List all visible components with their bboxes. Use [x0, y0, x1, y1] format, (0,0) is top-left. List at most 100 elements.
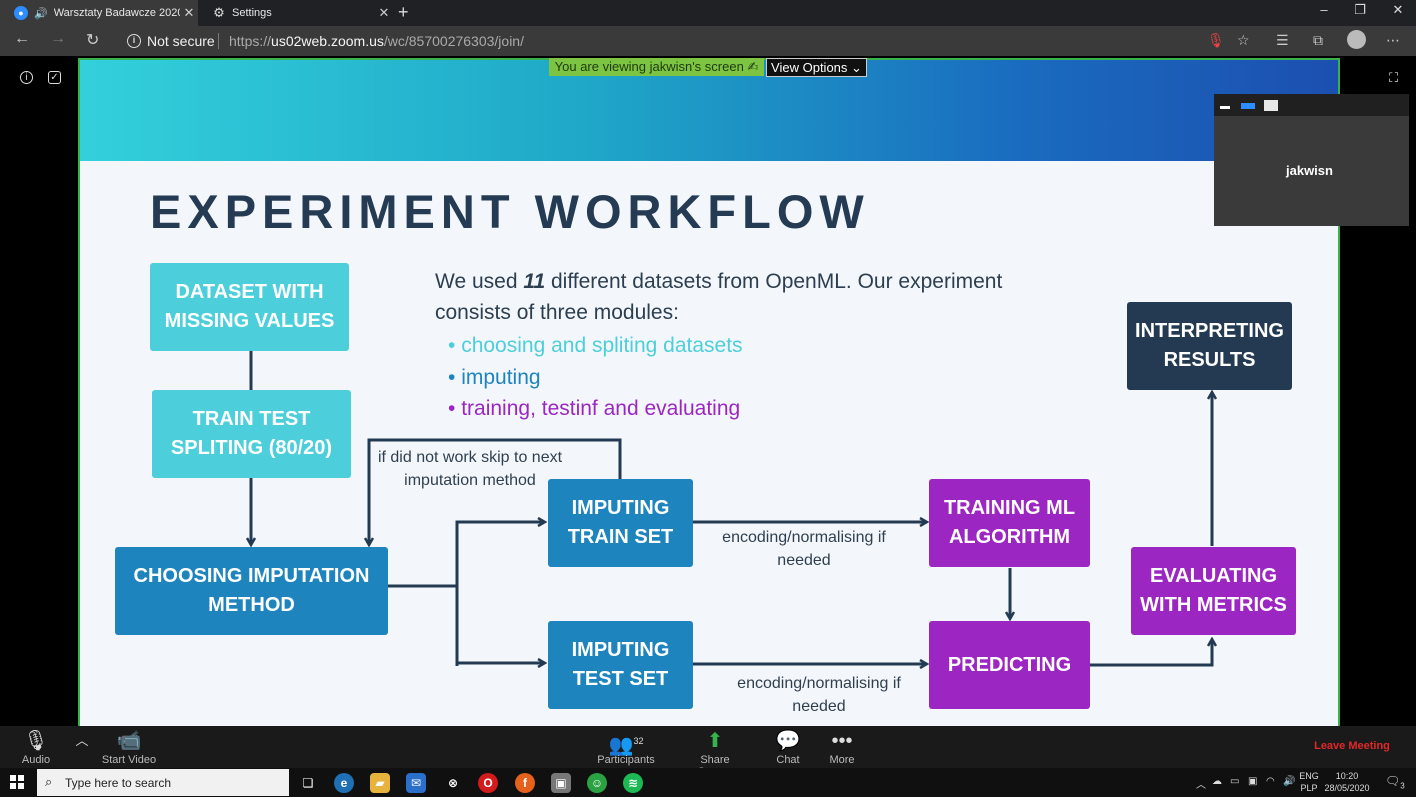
- self-view-video[interactable]: jakwisn: [1214, 94, 1409, 226]
- close-tab-icon[interactable]: ✕: [378, 5, 390, 20]
- language-code: ENG: [1299, 771, 1319, 781]
- wifi-icon[interactable]: ◠: [1266, 776, 1275, 787]
- onedrive-icon[interactable]: ☁: [1212, 776, 1222, 787]
- tab-title: Settings: [232, 7, 272, 19]
- tray-chevron-up-icon[interactable]: ︿: [1196, 780, 1206, 791]
- security-status[interactable]: Not secure: [147, 33, 215, 49]
- zoom-toolbar: 🎙 Audio ︿ 📹 Start Video 👥32 Participants…: [0, 726, 1416, 778]
- restore-button[interactable]: ❐: [1354, 2, 1366, 17]
- slide-description: We used 11 different datasets from OpenM…: [435, 266, 1002, 328]
- search-icon: ⌕: [45, 774, 53, 789]
- module-text: imputing: [461, 366, 541, 389]
- view-options-label: View Options: [771, 60, 848, 75]
- participants-button[interactable]: 👥32 Participants: [596, 726, 656, 768]
- description-text: different datasets from OpenML. Our expe…: [545, 270, 1003, 293]
- gear-icon: ⚙: [213, 5, 225, 20]
- back-arrow-icon[interactable]: ←: [14, 30, 30, 47]
- app-icon[interactable]: ▣: [551, 773, 571, 793]
- taskbar-clock[interactable]: 10:20 28/05/2020: [1320, 770, 1374, 794]
- file-explorer-icon[interactable]: ▰: [370, 773, 390, 793]
- meet-now-icon[interactable]: ▣: [1248, 776, 1258, 787]
- task-view-icon[interactable]: ❏: [302, 776, 314, 790]
- volume-icon[interactable]: 🔊: [1283, 776, 1296, 787]
- connector-fork-train: [455, 522, 544, 666]
- windows-taskbar: ⌕ Type here to search ❏ e ▰ ✉ ⊗ O f ▣ ☺ …: [0, 768, 1416, 797]
- collections-icon[interactable]: ⧉: [1313, 32, 1323, 48]
- shared-screen-slide: EXPERIMENT WORKFLOW DATASET WITH MISSING…: [78, 58, 1340, 726]
- shield-icon[interactable]: ✓: [48, 71, 61, 84]
- spotify-icon[interactable]: ≋: [623, 773, 643, 793]
- opera-icon[interactable]: O: [478, 773, 498, 793]
- chat-app-icon[interactable]: ☺: [587, 773, 607, 793]
- chat-icon: 💬: [775, 730, 801, 752]
- star-icon[interactable]: ☆: [1237, 32, 1250, 48]
- box-choosing-imputation-method: CHOOSING IMPUTATION METHOD: [115, 547, 388, 635]
- info-icon[interactable]: i: [20, 71, 33, 84]
- gallery-view-icon[interactable]: [1264, 100, 1278, 111]
- share-screen-icon: ⬆: [706, 730, 724, 752]
- slide-title: EXPERIMENT WORKFLOW: [150, 185, 870, 238]
- windows-start-icon[interactable]: [10, 775, 24, 789]
- description-line-1: We used 11 different datasets from OpenM…: [435, 266, 1002, 297]
- box-predicting: PREDICTING: [929, 621, 1090, 709]
- chat-label: Chat: [776, 754, 800, 766]
- box-imputing-test-set: IMPUTING TEST SET: [548, 621, 693, 709]
- clock-time: 10:20: [1335, 771, 1359, 781]
- audio-button[interactable]: 🎙 Audio: [18, 726, 54, 768]
- address-bar: ← → ↻ i Not secure https://us02web.zoom.…: [0, 26, 1416, 56]
- forward-arrow-icon[interactable]: →: [50, 30, 66, 47]
- start-video-button[interactable]: 📹 Start Video: [100, 726, 158, 768]
- more-dots-icon: •••: [831, 730, 853, 752]
- speaker-icon[interactable]: 🔊: [34, 7, 48, 20]
- info-icon[interactable]: i: [127, 34, 141, 48]
- dataset-count: 11: [523, 270, 546, 293]
- more-button[interactable]: ••• More: [822, 726, 862, 768]
- menu-dots-icon[interactable]: ⋯: [1386, 32, 1400, 48]
- module-text: choosing and spliting datasets: [461, 334, 743, 357]
- close-tab-icon[interactable]: ✕: [183, 5, 195, 20]
- viewing-screen-banner: You are viewing jakwisn's screen ✍: [549, 58, 764, 76]
- mail-icon[interactable]: ✉: [406, 773, 426, 793]
- clock-date: 28/05/2020: [1324, 783, 1370, 793]
- xbox-icon[interactable]: ⊗: [447, 776, 459, 790]
- url-field[interactable]: https://us02web.zoom.us/wc/85700276303/j…: [229, 33, 524, 49]
- notifications-icon[interactable]: 🗨3: [1385, 774, 1405, 791]
- taskbar-search-box[interactable]: ⌕ Type here to search: [37, 769, 289, 796]
- close-window-button[interactable]: ✕: [1392, 2, 1404, 17]
- minimize-button[interactable]: –: [1320, 2, 1328, 17]
- video-off-icon: 📹: [116, 730, 142, 752]
- module-bullet-2: • imputing: [448, 366, 541, 389]
- speaker-view-icon[interactable]: [1241, 103, 1255, 109]
- leave-meeting-button[interactable]: Leave Meeting: [1314, 740, 1390, 752]
- reload-icon[interactable]: ↻: [86, 32, 100, 49]
- pin-icon: ✍: [747, 59, 759, 74]
- tab-settings[interactable]: ⚙ Settings ✕: [198, 0, 393, 26]
- minimize-video-icon[interactable]: [1220, 106, 1230, 109]
- view-options-button[interactable]: View Options ⌄: [766, 58, 867, 77]
- tab-zoom-meeting[interactable]: ● 🔊 Warsztaty Badawcze 2020L ✕: [0, 0, 198, 26]
- battery-icon[interactable]: ▭: [1230, 776, 1240, 787]
- slide-header-banner: [80, 60, 1338, 161]
- firefox-icon[interactable]: f: [515, 773, 535, 793]
- new-tab-button[interactable]: +: [398, 2, 409, 22]
- share-screen-button[interactable]: ⬆ Share Screen: [682, 726, 748, 778]
- description-line-2: consists of three modules:: [435, 301, 679, 324]
- description-text: We used: [435, 270, 524, 293]
- fullscreen-icon[interactable]: ⛶: [1389, 70, 1399, 85]
- avatar[interactable]: [1347, 30, 1366, 49]
- tab-title: Warsztaty Badawcze 2020L: [53, 7, 180, 19]
- favorites-icon[interactable]: ☰: [1276, 32, 1289, 48]
- module-text: training, testinf and evaluating: [461, 397, 741, 420]
- start-video-label: Start Video: [101, 754, 157, 766]
- zoom-icon: ●: [14, 6, 28, 20]
- audio-options-button[interactable]: ︿: [72, 726, 92, 768]
- url-host: us02web.zoom.us: [271, 33, 384, 49]
- microphone-blocked-icon[interactable]: 🎙: [1207, 32, 1225, 48]
- microphone-icon: 🎙: [23, 730, 49, 752]
- more-label: More: [829, 754, 855, 766]
- chat-button[interactable]: 💬 Chat: [770, 726, 806, 768]
- chevron-down-icon: ⌄: [851, 60, 862, 75]
- edge-browser-icon[interactable]: e: [334, 773, 354, 793]
- browser-tab-bar: ● 🔊 Warsztaty Badawcze 2020L ✕ ⚙ Setting…: [0, 0, 1416, 26]
